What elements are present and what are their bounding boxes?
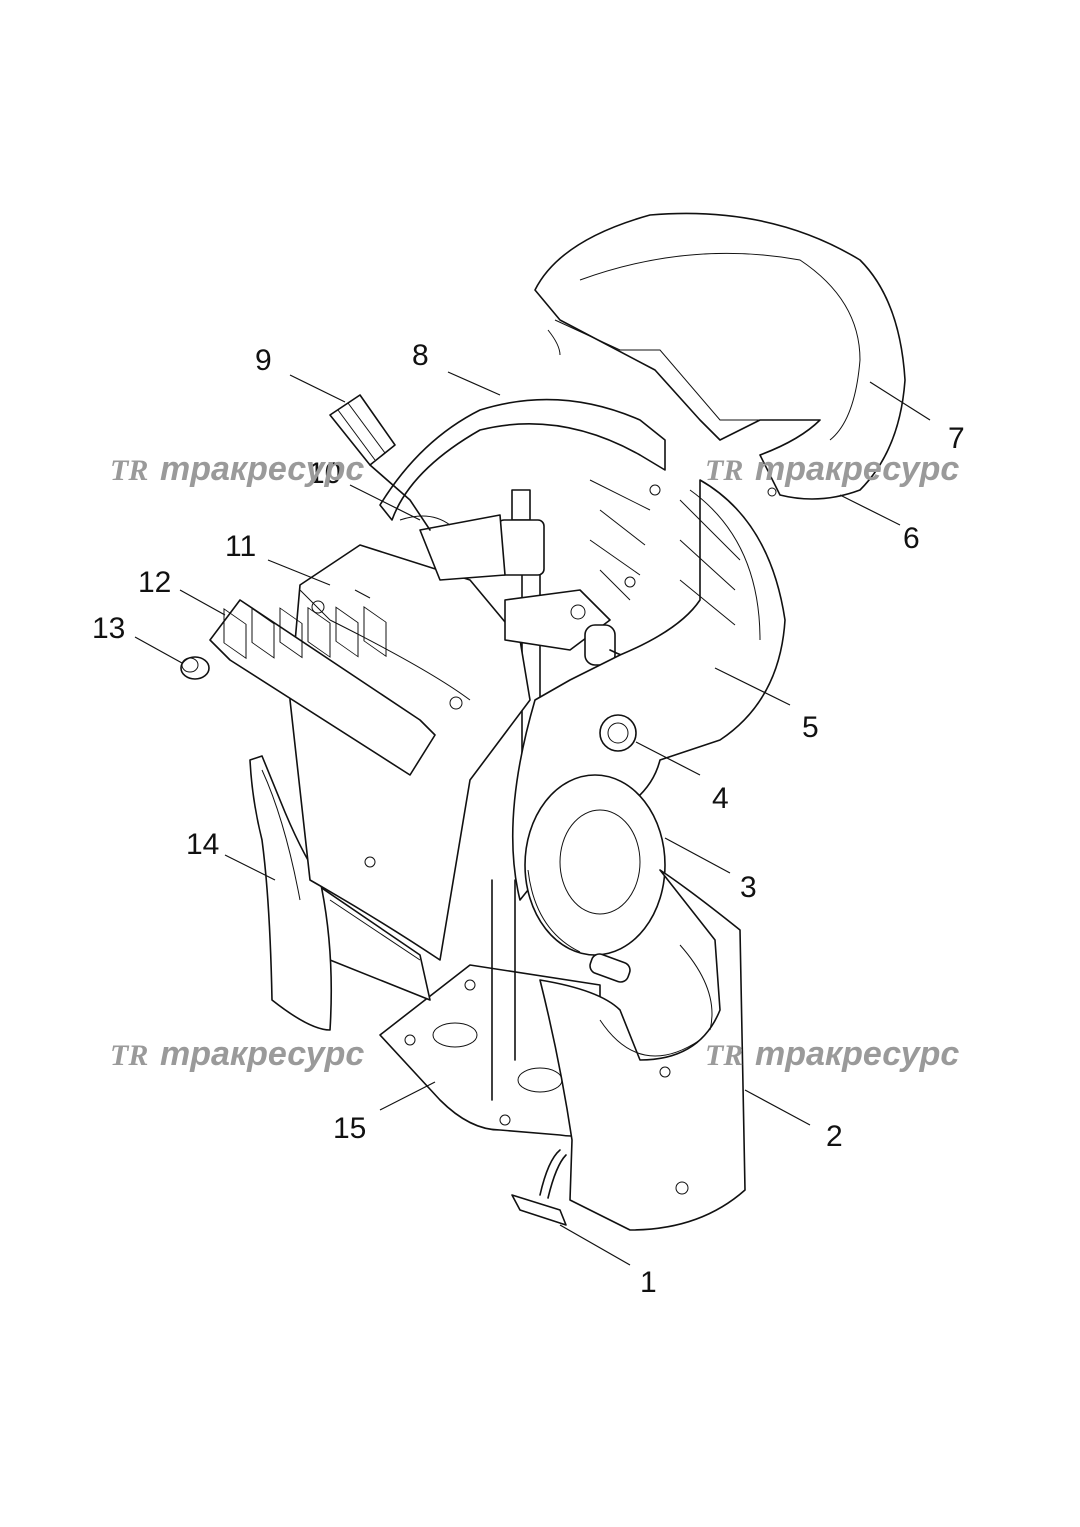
watermark-bottom-right: TR тракресурс [705,1035,959,1073]
watermark-top-left: TR тракресурс [110,450,364,488]
callout-2: 2 [826,1120,843,1153]
watermark-text: тракресурс [755,450,959,488]
callout-9: 9 [255,344,272,377]
harness-connector [511,1149,567,1226]
callout-5: 5 [802,711,819,744]
watermark-bottom-left: TR тракресурс [110,1035,364,1073]
watermark-text: тракресурс [755,1035,959,1073]
lower-front-housing [539,869,746,1231]
callout-4: 4 [712,782,729,815]
callout-14: 14 [186,828,219,861]
callout-3: 3 [740,871,757,904]
watermark-text: тракресурс [160,450,364,488]
callout-6: 6 [903,522,920,555]
callout-7: 7 [948,422,965,455]
watermark-logo: TR [705,1039,743,1072]
rotary-disc [524,774,666,956]
plug [180,656,210,680]
valve-cylinder [399,489,545,581]
top-cover [534,212,906,500]
upper-housing-frame [379,398,666,601]
watermark-logo: TR [110,1039,148,1072]
callout-11: 11 [225,530,256,563]
switch-panel [209,599,436,776]
watermark-logo: TR [110,454,148,487]
callout-13: 13 [92,612,125,645]
callout-labels: 1 2 3 4 5 6 7 8 9 10 11 12 13 14 15 [92,339,965,1299]
watermark-logo: TR [705,454,743,487]
callout-15: 15 [333,1112,366,1145]
callout-1: 1 [640,1266,657,1299]
watermark-text: тракресурс [160,1035,364,1073]
lever-knob [329,394,431,531]
callout-10: 10 [308,457,341,490]
leader-lines [134,371,931,1266]
callout-12: 12 [138,566,171,599]
sensor-bracket [504,589,616,666]
switch-cells [223,606,387,660]
watermark-top-right: TR тракресурс [705,450,959,488]
push-button [599,714,637,752]
callout-8: 8 [412,339,429,372]
